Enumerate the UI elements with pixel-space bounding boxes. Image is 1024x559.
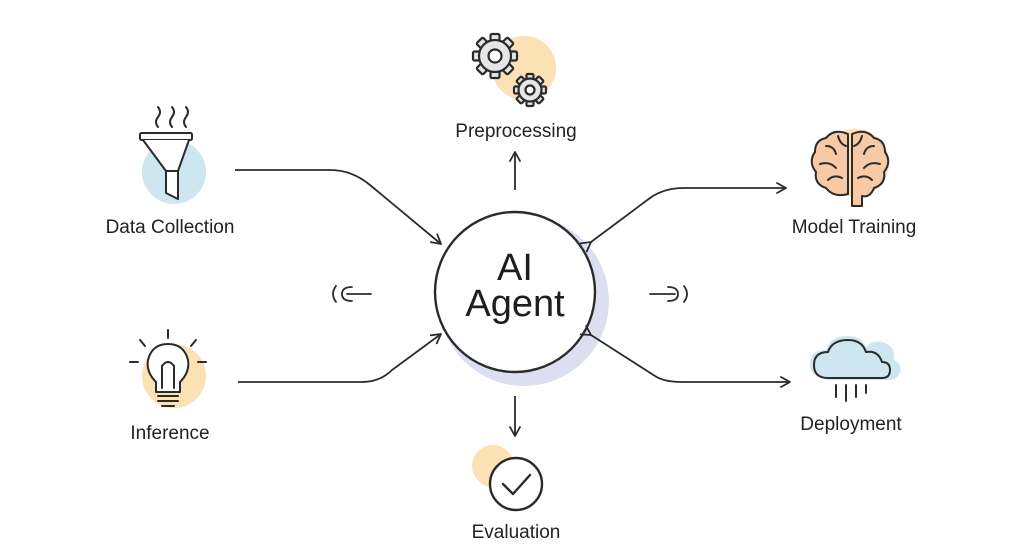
gears-icon: [471, 32, 556, 108]
data-collection-label: Data Collection: [105, 217, 235, 238]
hub-circle: [433, 210, 597, 374]
brain-icon: [810, 129, 890, 207]
left-flow-glyph: [332, 285, 372, 303]
preprocessing-label: Preprocessing: [455, 121, 577, 142]
check-circle-icon: [472, 445, 544, 512]
right-flow-glyph: [649, 285, 688, 303]
connector-deployment: [579, 325, 791, 388]
connector-model-training: [579, 182, 787, 253]
lightbulb-icon: [129, 329, 207, 408]
cloud-rain-icon: [810, 336, 901, 402]
model-training-label: Model Training: [791, 217, 917, 238]
evaluation-label: Evaluation: [471, 522, 561, 543]
connector-inference: [238, 333, 442, 383]
hub-title-line2: Agent: [465, 283, 565, 325]
funnel-icon: [139, 106, 206, 204]
deployment-label: Deployment: [800, 414, 902, 435]
hub: [433, 210, 609, 386]
connector-data-collection: [235, 169, 442, 245]
hub-title-line1: AI: [497, 247, 533, 289]
inference-label: Inference: [130, 423, 210, 444]
